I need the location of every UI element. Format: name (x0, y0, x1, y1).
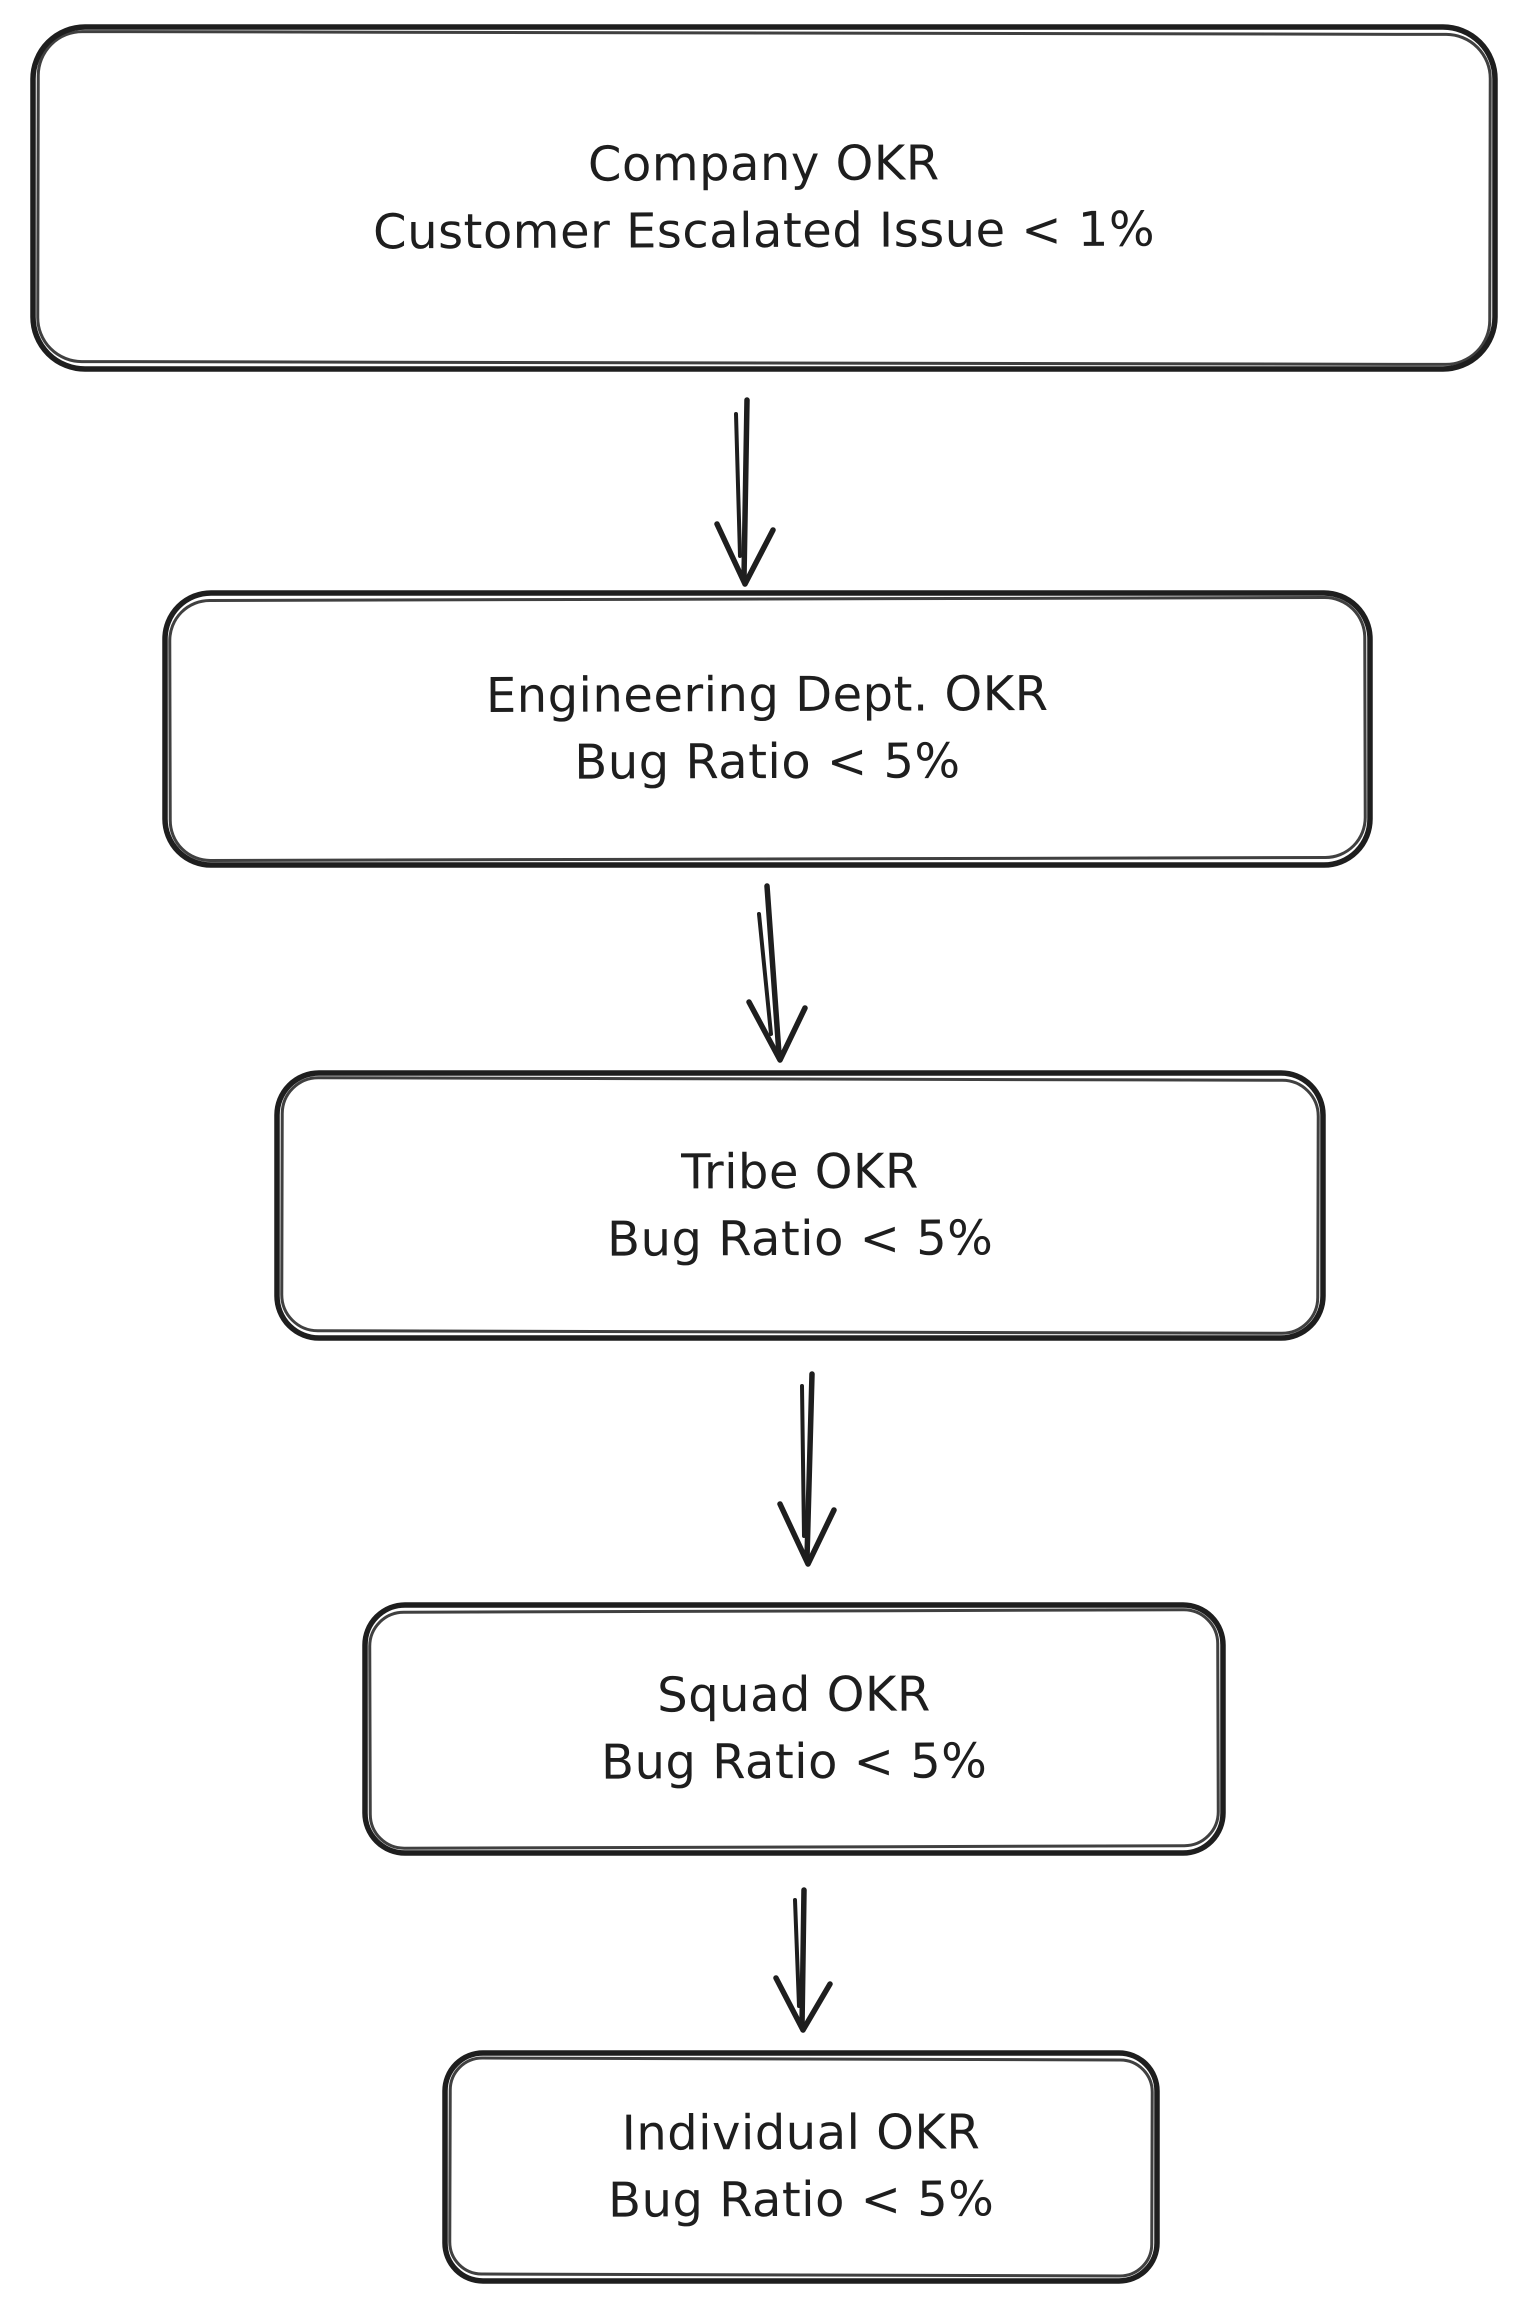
node-metric: Bug Ratio < 5% (574, 733, 961, 791)
edge-tribe-to-squad-arrow (777, 1371, 837, 1567)
node-metric: Customer Escalated Issue < 1% (373, 201, 1156, 261)
node-border-sketch (162, 590, 1373, 868)
node-metric: Bug Ratio < 5% (600, 1733, 988, 1791)
node-company-okr: Company OKR Customer Escalated Issue < 1… (28, 22, 1500, 374)
node-metric: Bug Ratio < 5% (606, 1209, 994, 1268)
node-title: Squad OKR (656, 1666, 931, 1724)
edge-squad-to-individual-arrow (773, 1887, 833, 2033)
node-squad-okr: Squad OKR Bug Ratio < 5% (360, 1600, 1228, 1858)
node-metric: Bug Ratio < 5% (607, 2171, 995, 2229)
node-title: Engineering Dept. OKR (485, 666, 1049, 724)
node-border-sketch (30, 24, 1498, 372)
edge-engineering-to-tribe-arrow (746, 883, 808, 1063)
node-title: Tribe OKR (680, 1143, 919, 1200)
node-individual-okr: Individual OKR Bug Ratio < 5% (440, 2048, 1162, 2286)
node-border-sketch (442, 2050, 1160, 2284)
node-title: Individual OKR (621, 2104, 981, 2162)
node-border-sketch (362, 1602, 1226, 1856)
node-tribe-okr: Tribe OKR Bug Ratio < 5% (272, 1068, 1328, 1343)
edge-company-to-engineering-arrow (714, 397, 776, 587)
node-engineering-dept-okr: Engineering Dept. OKR Bug Ratio < 5% (160, 588, 1375, 870)
node-title: Company OKR (587, 135, 940, 193)
node-border-sketch (274, 1070, 1326, 1341)
